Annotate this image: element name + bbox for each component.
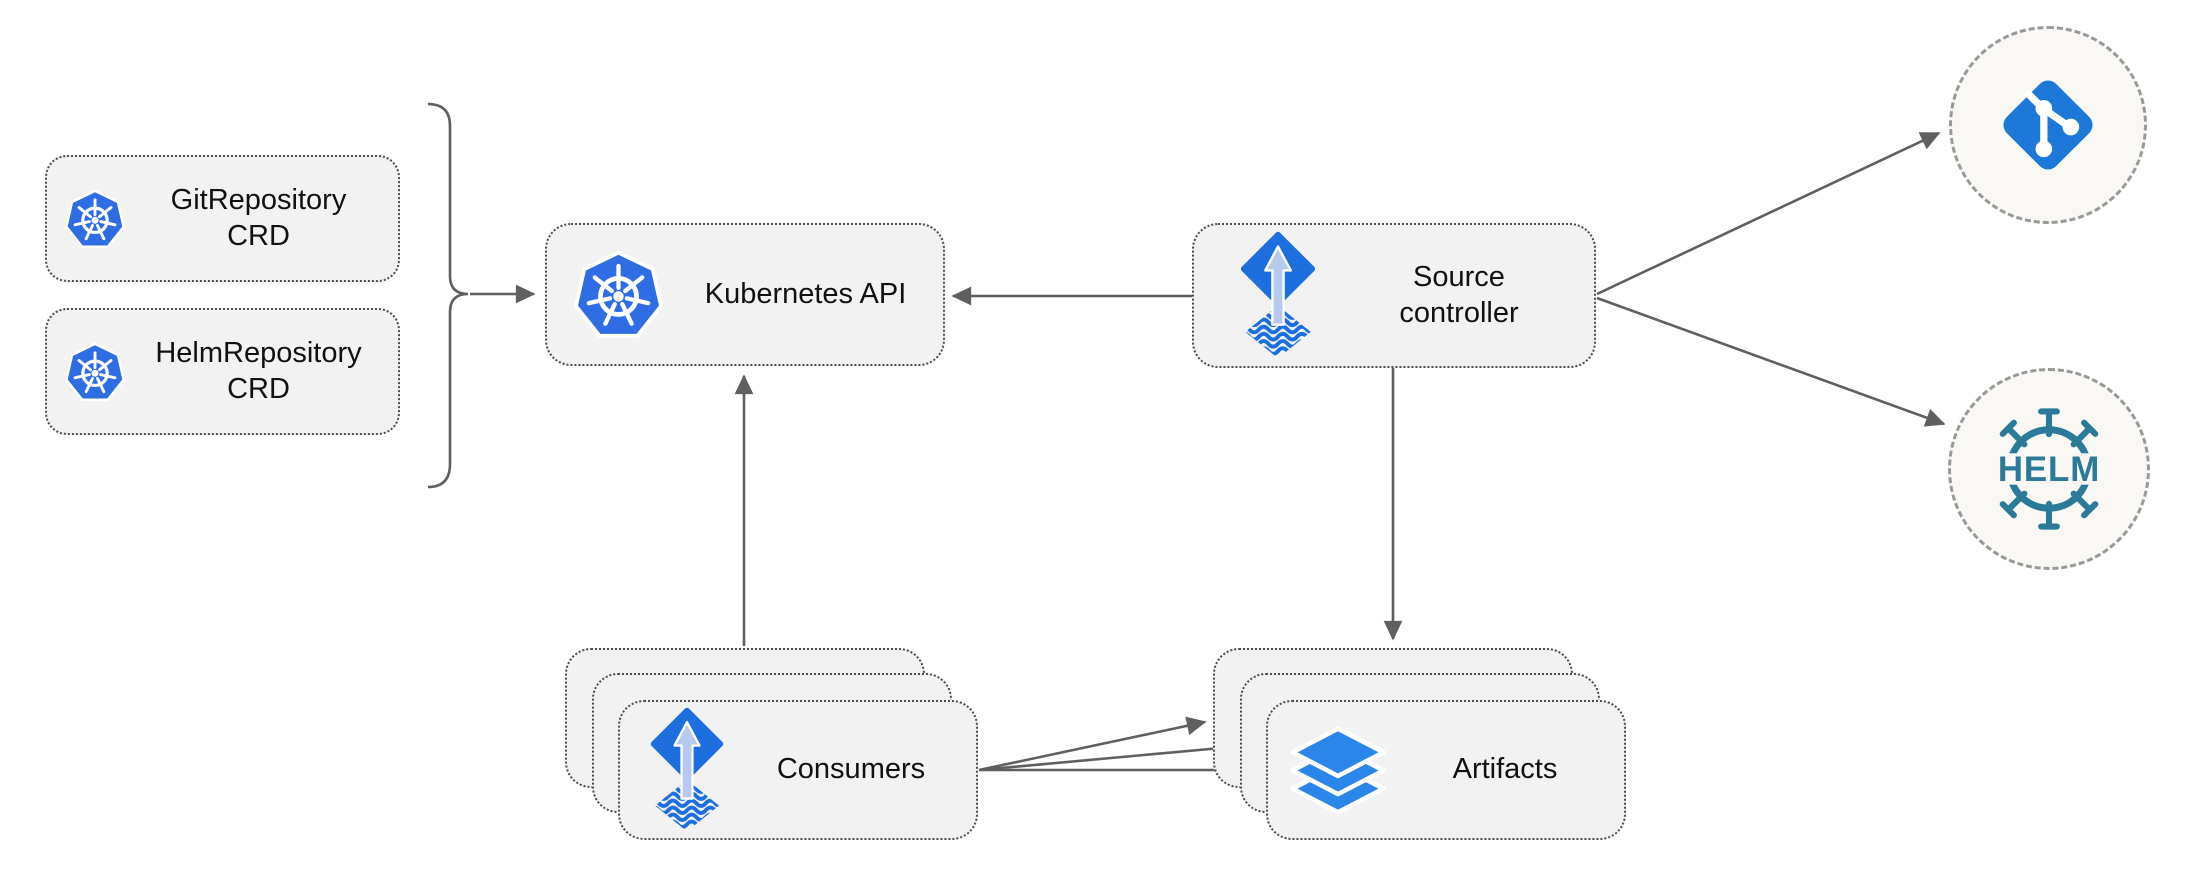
node-consumers: Consumers <box>618 700 978 840</box>
flux-icon <box>1240 231 1316 356</box>
node-label: Artifacts <box>1452 753 1558 786</box>
kubernetes-icon <box>65 342 125 401</box>
flux-icon <box>650 707 724 829</box>
node-label: GitRepository CRD <box>170 184 347 252</box>
node-source-controller: Source controller <box>1192 223 1596 368</box>
node-label: HelmRepository CRD <box>155 337 362 405</box>
edge-consumers-to-artifacts-1 <box>978 716 1207 772</box>
helm-icon: HELM <box>1988 408 2110 530</box>
node-artifacts: Artifacts <box>1266 700 1626 840</box>
node-consumers-stack: Consumers <box>565 648 978 840</box>
node-helm-repository-crd: HelmRepository CRD <box>45 308 400 435</box>
edge-source-controller-to-git <box>1596 131 1941 296</box>
node-git-source <box>1949 26 2147 224</box>
node-git-repository-crd: GitRepository CRD <box>45 155 400 282</box>
kubernetes-icon <box>65 189 125 248</box>
git-icon <box>2003 80 2093 170</box>
node-helm-source: HELM <box>1948 368 2150 570</box>
node-label: Kubernetes API <box>704 277 907 310</box>
node-artifacts-stack: Artifacts <box>1213 648 1627 840</box>
layers-icon <box>1290 725 1386 815</box>
edge-source-controller-to-helm <box>1596 296 1946 427</box>
kubernetes-icon <box>574 250 663 338</box>
crd-group-bracket <box>427 102 469 489</box>
node-label: Source controller <box>1399 261 1519 329</box>
edge-consumers-to-artifacts-2 <box>978 739 1234 772</box>
node-kubernetes-api: Kubernetes API <box>545 223 945 366</box>
helm-logo-text: HELM <box>1998 450 2100 489</box>
node-label: Consumers <box>776 753 926 786</box>
